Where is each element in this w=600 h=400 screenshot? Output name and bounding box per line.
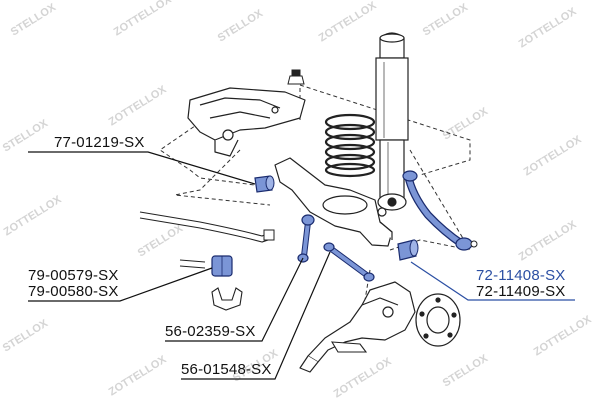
upper-control-arm[interactable]: [402, 170, 478, 251]
stabilizer-end-bracket: [263, 229, 275, 241]
subframe-bracket: [187, 87, 306, 157]
wheel-hub: [415, 293, 461, 347]
shock-absorber: [375, 32, 409, 211]
lower-bracket-plate: [330, 341, 368, 353]
stabilizer-bushing-79[interactable]: [211, 255, 233, 277]
toe-link-56-01548[interactable]: [323, 242, 375, 282]
bushing-77-01219[interactable]: [254, 175, 275, 193]
part-label-77-01219[interactable]: 77-01219-SX: [54, 134, 145, 151]
part-label-79-00579[interactable]: 79-00579-SX: [28, 267, 119, 284]
leader-line-72: [410, 261, 575, 301]
stabilizer-bar: [139, 211, 275, 269]
coil-spring: [324, 113, 376, 178]
wheel-knuckle: [299, 281, 416, 373]
stabilizer-link-56-02359[interactable]: [297, 214, 315, 263]
part-label-72-11408[interactable]: 72-11408-SX: [476, 267, 566, 284]
part-label-72-11409[interactable]: 72-11409-SX: [476, 283, 566, 300]
lower-spring-arm: [274, 157, 393, 247]
part-label-56-01548[interactable]: 56-01548-SX: [181, 361, 272, 378]
top-nut: [287, 69, 305, 85]
part-label-79-00580[interactable]: 79-00580-SX: [28, 283, 119, 300]
stabilizer-clamp: [211, 287, 243, 311]
leader-lines: [28, 151, 331, 380]
bushing-72-114[interactable]: [397, 239, 419, 261]
part-label-56-02359[interactable]: 56-02359-SX: [165, 323, 256, 340]
